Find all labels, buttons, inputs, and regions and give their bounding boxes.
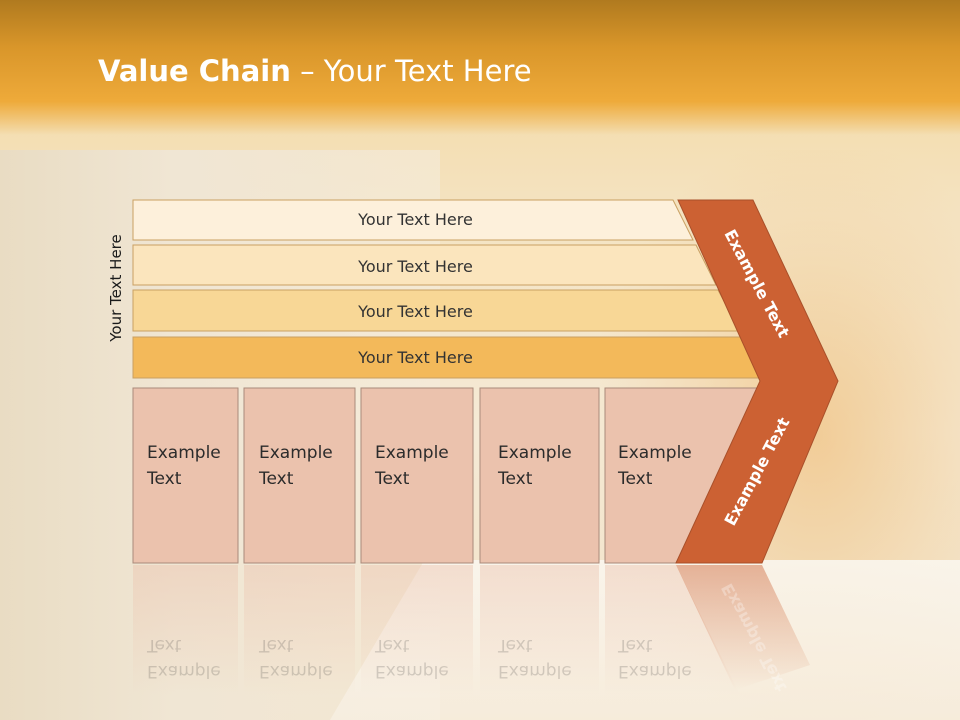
box-1: [132, 387, 239, 564]
box-3-text-reflection: Example Text: [375, 632, 465, 684]
box-1-text-reflection: Example Text: [147, 632, 237, 684]
box-4-line2: Text: [498, 469, 533, 489]
box-3-reflection-line1: Example: [375, 661, 449, 681]
box-4-reflection-line2: Text: [498, 635, 533, 655]
box-3-line1: Example: [375, 443, 449, 463]
box-4-reflection-line1: Example: [498, 661, 572, 681]
bar-4-label: Your Text Here: [358, 347, 473, 367]
title-rest: – Your Text Here: [290, 54, 532, 88]
bar-1: [132, 199, 694, 241]
box-1-reflection: [133, 565, 238, 695]
box-2-line1: Example: [259, 443, 333, 463]
box-2-reflection: [244, 565, 355, 695]
box-3-reflection-line2: Text: [375, 635, 410, 655]
box-5-line1: Example: [618, 443, 692, 463]
box-2-reflection-line2: Text: [259, 635, 294, 655]
box-4-line1: Example: [498, 443, 572, 463]
box-5-line2: Text: [618, 469, 653, 489]
box-2-reflection-line1: Example: [259, 661, 333, 681]
box-2: [243, 387, 356, 564]
box-5-reflection-line1: Example: [618, 661, 692, 681]
bar-3-label: Your Text Here: [358, 301, 473, 321]
box-5-text-reflection: Example Text: [618, 632, 708, 684]
box-2-line2: Text: [259, 469, 294, 489]
box-5-reflection-line2: Text: [618, 635, 653, 655]
box-1-reflection-line1: Example: [147, 661, 221, 681]
box-3-line2: Text: [375, 469, 410, 489]
box-1-line2: Text: [147, 469, 182, 489]
bar-2-label: Your Text Here: [358, 256, 473, 276]
chevron-reflection: [676, 565, 810, 690]
box-4-reflection: [480, 565, 599, 695]
box-1-line1: Example: [147, 443, 221, 463]
box-5-reflection: [605, 565, 740, 695]
title-bold: Value Chain: [98, 54, 291, 88]
page-title: Value Chain – Your Text Here: [98, 54, 532, 88]
chevron: [675, 199, 839, 564]
bar-1-label: Your Text Here: [358, 209, 473, 229]
header-band: [0, 0, 960, 135]
box-3-reflection: [361, 565, 473, 695]
box-1-reflection-line2: Text: [147, 635, 182, 655]
box-4-text-reflection: Example Text: [498, 632, 588, 684]
box-4: [479, 387, 600, 564]
box-3: [360, 387, 474, 564]
box-2-text-reflection: Example Text: [259, 632, 349, 684]
